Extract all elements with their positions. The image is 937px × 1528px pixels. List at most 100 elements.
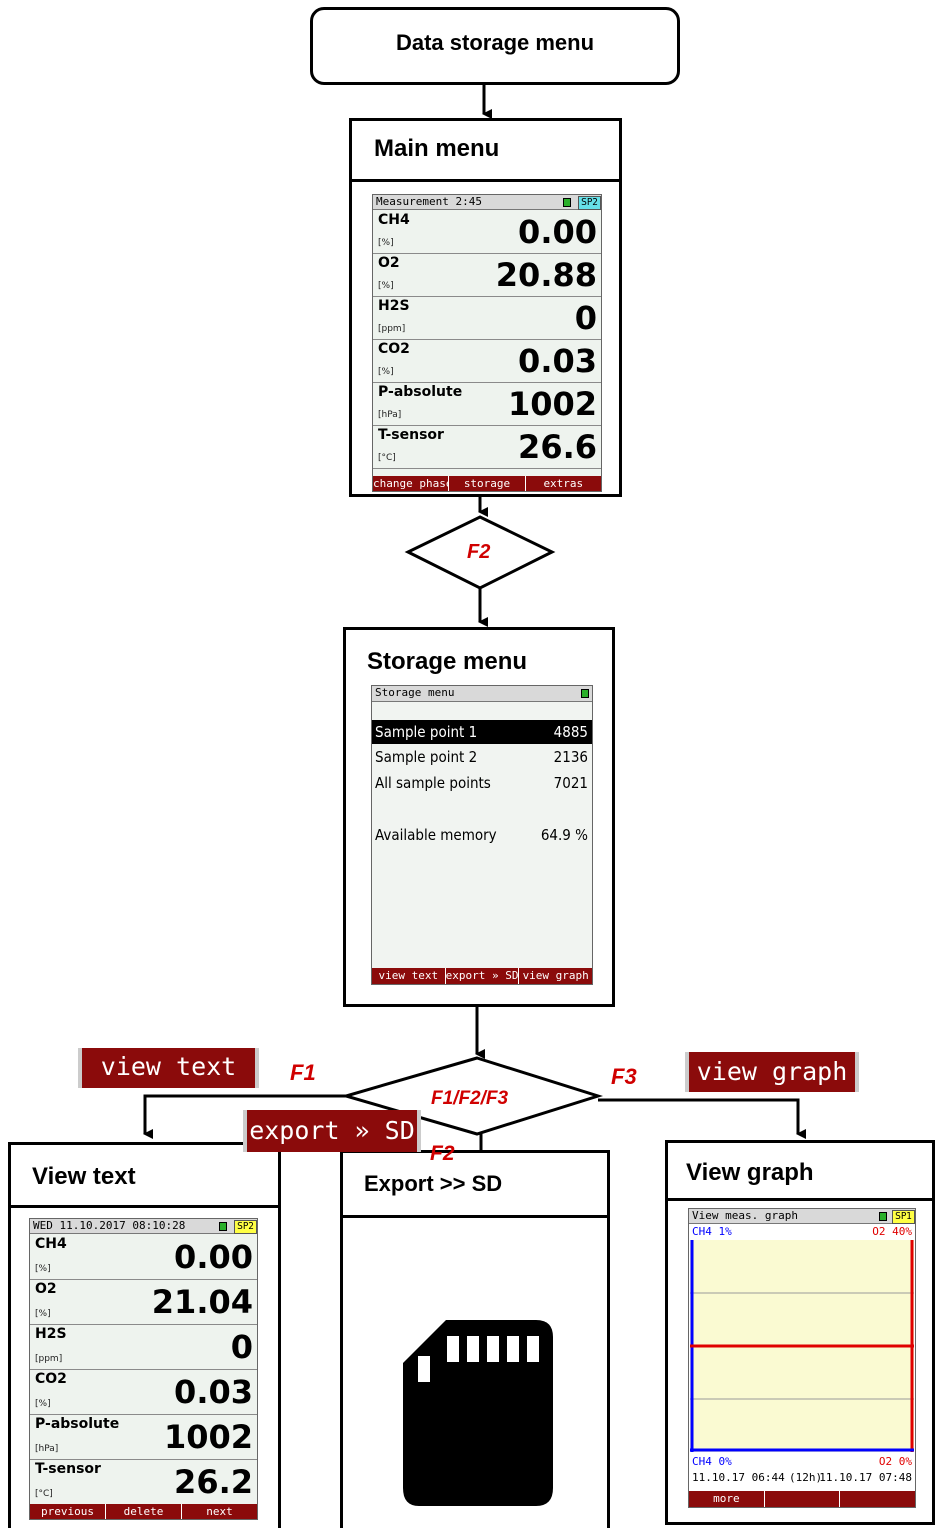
decision-f2-label: F2 xyxy=(467,541,491,563)
view-graph-screen: View meas. graph SP1 CH4 1% O2 40% CH4 0… xyxy=(688,1208,916,1508)
start-title: Data storage menu xyxy=(395,30,595,55)
view-text-node: View text WED 11.10.2017 08:10:28 SP2 CH… xyxy=(8,1142,281,1528)
softkey-view-graph[interactable]: view graph xyxy=(518,968,592,984)
gas-name: P-absolute xyxy=(378,384,463,400)
gas-unit: [%] xyxy=(378,238,394,248)
gas-value: 0 xyxy=(230,1328,253,1366)
softkey-storage[interactable]: storage xyxy=(448,476,524,491)
gas-value: 26.6 xyxy=(518,428,597,466)
softkey-empty-3[interactable] xyxy=(839,1491,915,1507)
o2-max-label: O2 40% xyxy=(872,1225,912,1238)
gas-value: 1002 xyxy=(163,1418,253,1456)
graph-plot xyxy=(690,1240,914,1452)
item-value: 7021 xyxy=(553,774,588,792)
main-menu-node: Main menu Measurement 2:45 SP2 CH4[%]0.0… xyxy=(349,118,622,497)
gas-name: CH4 xyxy=(35,1236,67,1252)
storage-item-all-sample-points[interactable]: All sample points 7021 xyxy=(372,771,592,795)
time-span: (12h) xyxy=(789,1471,823,1484)
sample-point-badge: SP1 xyxy=(892,1210,915,1224)
storage-menu-node: Storage menu Storage menu Sample point 1… xyxy=(343,627,615,1007)
gas-value: 20.88 xyxy=(495,256,597,294)
softkey-next[interactable]: next xyxy=(181,1504,257,1519)
ch4-max-label: CH4 1% xyxy=(692,1225,732,1238)
gas-unit: [°C] xyxy=(378,453,396,463)
gas-value: 0.00 xyxy=(518,213,597,251)
gas-unit: [%] xyxy=(35,1309,51,1319)
softkey-view-text[interactable]: view text xyxy=(378,969,439,982)
gas-name: P-absolute xyxy=(35,1416,120,1432)
item-label: Sample point 1 xyxy=(375,723,478,741)
softkey-empty-2[interactable] xyxy=(763,1491,840,1507)
softkey-more[interactable]: more xyxy=(713,1492,740,1505)
ch4-min-label: CH4 0% xyxy=(692,1455,732,1468)
gas-name: H2S xyxy=(378,298,410,314)
branch-label-f1: F1 xyxy=(290,1060,316,1085)
branch-label-f3: F3 xyxy=(611,1064,637,1089)
measurement-row: O2 [%] 20.88 xyxy=(373,253,601,297)
view-text-button-image: view text xyxy=(78,1048,259,1088)
measurement-row: H2S[ppm]0 xyxy=(373,296,601,340)
gas-value: 1002 xyxy=(507,385,597,423)
softkey-bar: change phase storage extras xyxy=(373,476,601,491)
screen-header: View meas. graph xyxy=(689,1209,915,1224)
gas-name: CH4 xyxy=(378,212,410,228)
gas-name: T-sensor xyxy=(35,1461,101,1477)
branch-label-f2: F2 xyxy=(430,1142,455,1165)
divider xyxy=(343,1215,607,1218)
storage-item-sample-point-2[interactable]: Sample point 2 2136 xyxy=(372,745,592,769)
gas-name: O2 xyxy=(35,1281,57,1297)
divider xyxy=(352,179,619,182)
measurement-row: CO2[%]0.03 xyxy=(30,1369,257,1415)
softkey-extras[interactable]: extras xyxy=(524,476,601,491)
available-memory: Available memory 64.9 % xyxy=(372,823,592,847)
gas-name: H2S xyxy=(35,1326,67,1342)
measurement-row: P-absolute [hPa] 1002 xyxy=(30,1414,257,1460)
view-graph-title: View graph xyxy=(686,1159,814,1186)
measurement-row: H2S [ppm] 0 xyxy=(30,1324,257,1370)
softkey-delete[interactable]: delete xyxy=(105,1504,181,1519)
time-start: 11.10.17 06:44 xyxy=(692,1471,785,1484)
start-node: Data storage menu xyxy=(310,7,680,85)
storage-menu-screen: Storage menu Sample point 1 4885 Sample … xyxy=(371,685,593,985)
softkey-export-sd[interactable]: export » SD xyxy=(444,968,519,984)
softkey-previous[interactable]: previous xyxy=(41,1505,94,1518)
item-label: Sample point 2 xyxy=(375,748,478,766)
arrow-to-view-text xyxy=(143,1094,346,1139)
battery-icon xyxy=(563,198,571,207)
export-sd-title: Export >> SD xyxy=(364,1171,503,1196)
gas-unit: [%] xyxy=(378,367,394,377)
decision-f1-f2-f3 xyxy=(340,1056,604,1136)
gas-value: 0.00 xyxy=(174,1238,253,1276)
screen-header: Measurement 2:45 xyxy=(373,195,601,210)
measurement-row: O2[%]21.04 xyxy=(30,1279,257,1325)
gas-unit: [ppm] xyxy=(35,1354,63,1364)
storage-item-sample-point-1[interactable]: Sample point 1 4885 xyxy=(372,720,592,744)
gas-unit: [%] xyxy=(378,281,394,291)
view-graph-node: View graph View meas. graph SP1 CH4 1% O… xyxy=(665,1140,935,1525)
main-menu-title: Main menu xyxy=(374,135,500,162)
gas-name: O2 xyxy=(378,255,400,271)
item-value: 4885 xyxy=(553,723,588,741)
gas-name: T-sensor xyxy=(378,427,444,443)
export-sd-button-image: export » SD xyxy=(243,1110,421,1152)
softkey-bar: more xyxy=(689,1491,915,1507)
decision-f1-f2-f3-label: F1/F2/F3 xyxy=(431,1088,509,1109)
header-text: View meas. graph xyxy=(692,1209,798,1222)
screen-header: WED 11.10.2017 08:10:28 xyxy=(30,1219,257,1234)
header-text: Storage menu xyxy=(375,686,455,699)
softkey-change-phase[interactable]: change phase xyxy=(373,477,449,490)
gas-value: 26.2 xyxy=(174,1463,253,1501)
memory-value: 64.9 % xyxy=(540,826,588,844)
memory-label: Available memory xyxy=(375,826,497,844)
storage-menu-title: Storage menu xyxy=(367,648,528,675)
divider xyxy=(668,1198,932,1201)
gas-unit: [hPa] xyxy=(35,1444,59,1454)
gas-unit: [%] xyxy=(35,1399,51,1409)
gas-value: 0 xyxy=(574,299,597,337)
battery-icon xyxy=(581,689,589,698)
divider xyxy=(11,1205,278,1208)
softkey-bar: previous delete next xyxy=(30,1504,257,1519)
view-graph-button-image: view graph xyxy=(685,1052,859,1092)
